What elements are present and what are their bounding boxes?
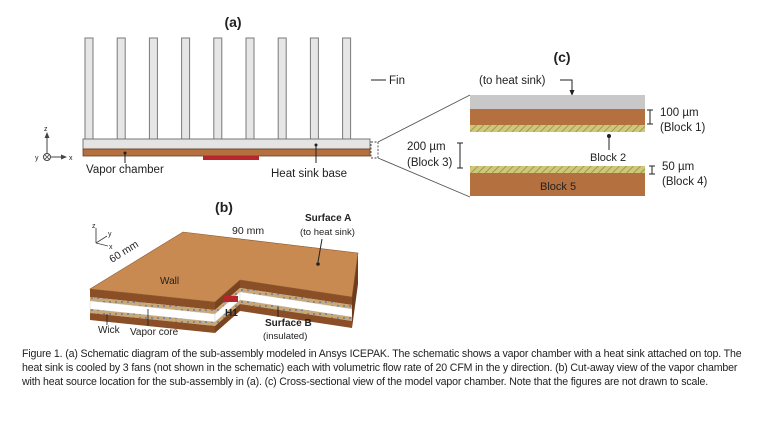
to-heat-sink-label: (to heat sink) bbox=[479, 75, 546, 87]
svg-text:(Block 4): (Block 4) bbox=[662, 176, 708, 188]
h1-label: H1 bbox=[225, 308, 238, 319]
surface-b-label: Surface B bbox=[265, 318, 312, 329]
surface-a-sub: (to heat sink) bbox=[300, 227, 355, 238]
detail-callout-box bbox=[370, 141, 379, 159]
surface-a-label: Surface A bbox=[305, 213, 351, 224]
wall-label: Wall bbox=[160, 276, 179, 287]
block2-label: Block 2 bbox=[590, 152, 626, 164]
dim-100um: 100 µm (Block 1) bbox=[647, 107, 706, 134]
vapor-core bbox=[470, 132, 645, 166]
fin bbox=[309, 37, 319, 140]
fin bbox=[148, 37, 158, 140]
cutaway-right-side bbox=[352, 253, 358, 328]
fin bbox=[342, 37, 352, 140]
figure-caption: Figure 1. (a) Schematic diagram of the s… bbox=[22, 348, 742, 388]
vapor-chamber-top-surface bbox=[89, 231, 359, 303]
fin bbox=[84, 37, 94, 140]
svg-text:z: z bbox=[44, 126, 48, 133]
fin bbox=[181, 37, 191, 140]
panel-c-label: (c) bbox=[553, 49, 570, 65]
vapor-chamber-label: Vapor chamber bbox=[86, 164, 164, 176]
heat-sink-base-plate bbox=[82, 138, 371, 150]
svg-text:(Block 3): (Block 3) bbox=[407, 157, 453, 169]
svg-text:100 µm: 100 µm bbox=[660, 107, 699, 119]
fin bbox=[213, 37, 223, 140]
wick-label: Wick bbox=[98, 325, 121, 336]
panel-c: (c) (to heat sink) Block 2 Block 5 100 µ… bbox=[407, 49, 708, 196]
panel-a-label: (a) bbox=[224, 14, 241, 30]
heat-source-h1-3d bbox=[224, 296, 238, 302]
heat-source-h1 bbox=[203, 156, 259, 160]
cutaway-right-front bbox=[239, 280, 353, 328]
fin bbox=[277, 37, 287, 140]
wick-top bbox=[470, 125, 645, 132]
cutaway-notch bbox=[214, 280, 241, 333]
block5-label: Block 5 bbox=[540, 181, 576, 193]
svg-text:y: y bbox=[108, 231, 112, 238]
fin bbox=[116, 37, 126, 140]
dim-200um: 200 µm (Block 3) bbox=[407, 141, 463, 169]
svg-text:(Block 1): (Block 1) bbox=[660, 122, 706, 134]
panel-b-axis-triad: z y x bbox=[92, 223, 113, 251]
panel-a-axis-triad: z y x bbox=[35, 126, 73, 162]
heat-sink-fins bbox=[84, 37, 352, 140]
fin bbox=[245, 37, 255, 140]
dim-50um: 50 µm (Block 4) bbox=[649, 161, 708, 188]
svg-text:x: x bbox=[69, 155, 73, 162]
surface-b-sub: (insulated) bbox=[263, 331, 307, 342]
block1-wall-top bbox=[470, 109, 645, 125]
svg-text:z: z bbox=[92, 223, 96, 230]
svg-text:y: y bbox=[35, 155, 39, 162]
panel-b: (b) 90 mm bbox=[89, 199, 359, 342]
heat-sink-base-label: Heat sink base bbox=[271, 168, 347, 180]
dim-90mm: 90 mm bbox=[232, 225, 264, 237]
panel-a: (a) Fin Vapor chamber Heat sink base z y bbox=[35, 14, 471, 198]
heat-sink-layer bbox=[470, 95, 645, 109]
svg-text:50 µm: 50 µm bbox=[662, 161, 694, 173]
svg-text:200 µm: 200 µm bbox=[407, 141, 446, 153]
cutaway-left-front bbox=[89, 289, 216, 333]
fin-label: Fin bbox=[389, 75, 405, 87]
vapor-core-label: Vapor core bbox=[130, 327, 179, 338]
wick-bottom bbox=[470, 166, 645, 173]
panel-b-label: (b) bbox=[215, 199, 233, 215]
svg-text:x: x bbox=[109, 244, 113, 251]
block5-wall-bottom bbox=[470, 173, 645, 196]
